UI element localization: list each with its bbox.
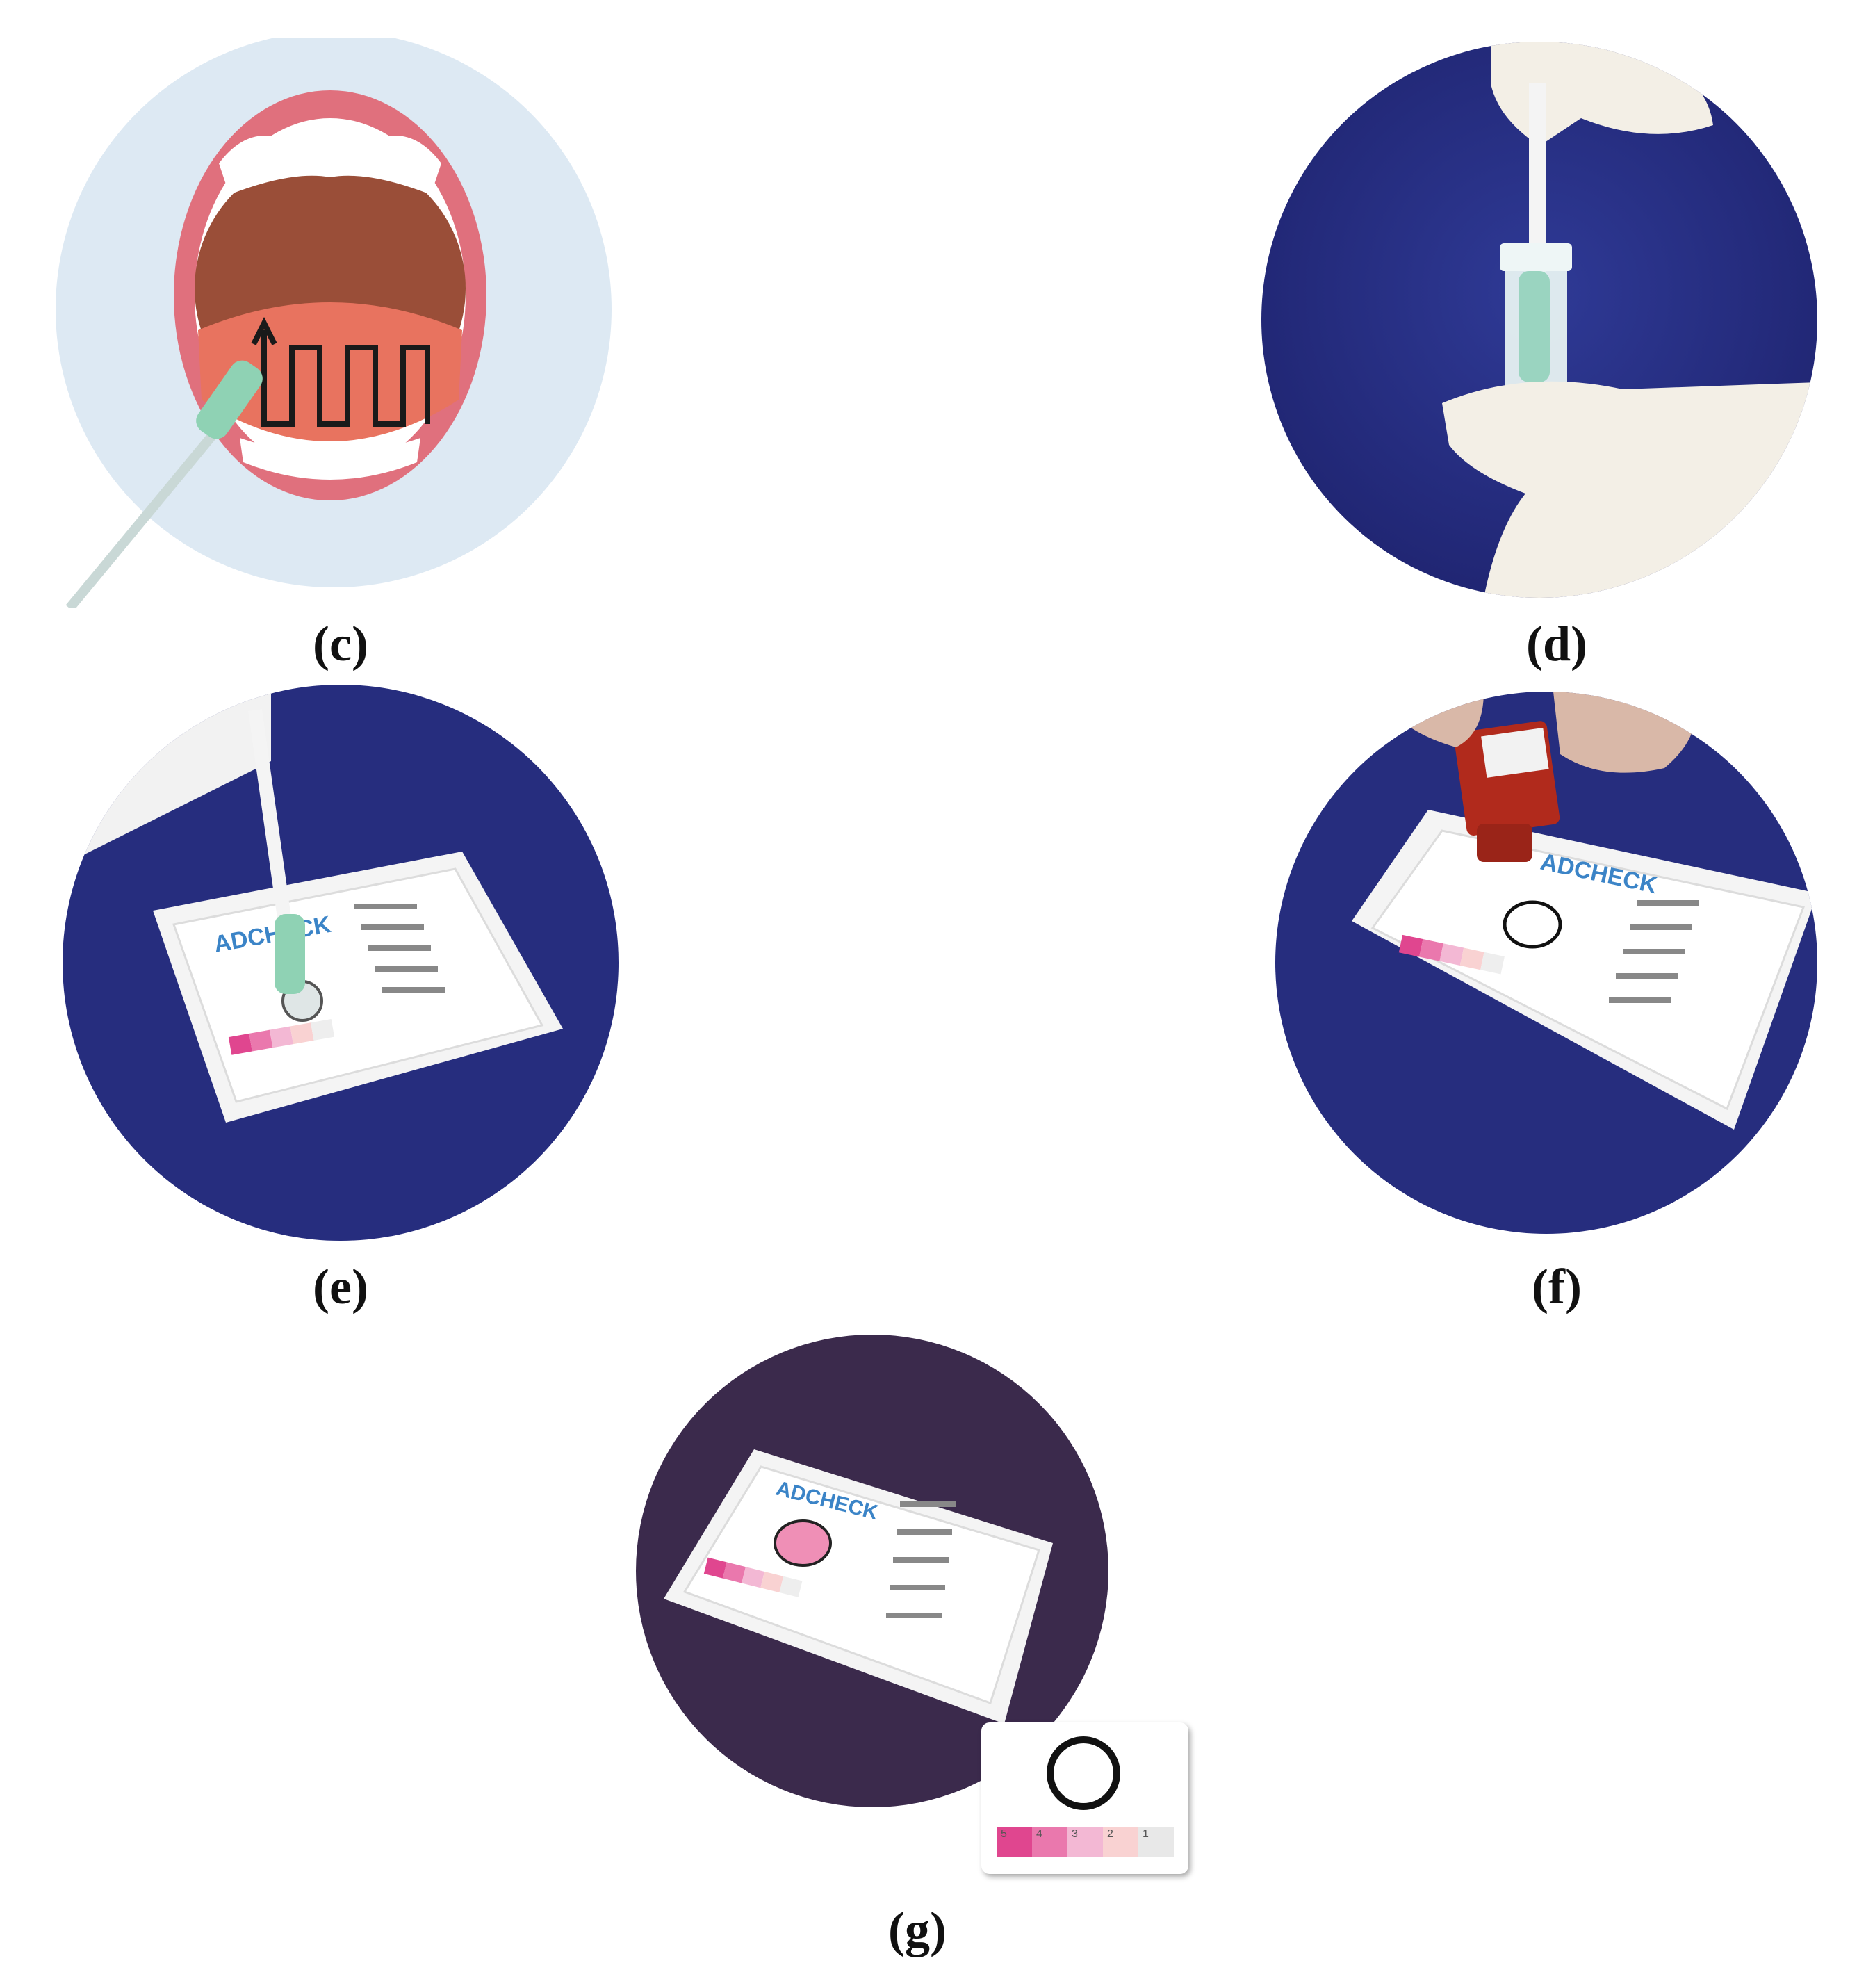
color-scale — [228, 1019, 335, 1055]
color-scale — [703, 1557, 803, 1597]
swab-stick — [65, 424, 223, 608]
panel-label-e: (e) — [313, 1259, 368, 1314]
scale-step-5: 5 — [997, 1827, 1032, 1857]
scale-step-4: 4 — [1032, 1827, 1067, 1857]
scale-step-2: 2 — [1103, 1827, 1138, 1857]
card-instructions — [354, 904, 445, 993]
test-card-swab-photo: ADCHECK — [63, 685, 619, 1241]
scale-step-1: 1 — [1138, 1827, 1174, 1857]
swab-tip — [1519, 271, 1550, 382]
panel-label-g: (g) — [888, 1902, 947, 1957]
panel-label-d: (d) — [1526, 616, 1587, 671]
swab-tip — [275, 914, 305, 994]
panel-g: ADCHECK — [636, 1335, 1108, 1807]
panel-c — [42, 38, 625, 608]
card-instructions — [886, 1501, 956, 1618]
panel-label-c: (c) — [313, 616, 368, 671]
swab-tip — [196, 360, 263, 439]
dropper-nozzle — [1477, 824, 1532, 862]
pink-result-well — [774, 1519, 832, 1567]
scale-step-3: 3 — [1067, 1827, 1103, 1857]
color-scale — [1398, 934, 1505, 975]
card-instructions — [1609, 900, 1699, 1003]
scale-strip: 5 4 3 2 1 — [997, 1827, 1174, 1857]
arrow-up-icon — [251, 317, 277, 345]
swab-stick — [248, 709, 299, 973]
panel-d — [1261, 42, 1817, 598]
sample-well — [1503, 900, 1562, 949]
lower-teeth — [240, 438, 420, 480]
bottle-label — [1481, 727, 1549, 778]
inset-scale-card: 5 4 3 2 1 — [981, 1722, 1188, 1874]
panel-f: ADCHECK — [1275, 692, 1817, 1234]
swab-tube-photo — [1261, 42, 1817, 598]
mouth-swab-illustration — [56, 38, 612, 608]
panel-label-f: (f) — [1532, 1259, 1582, 1314]
swab-motion-path — [261, 344, 430, 427]
reference-circle — [1047, 1736, 1120, 1810]
reagent-drop-photo: ADCHECK — [1275, 692, 1817, 1234]
result-card-photo: ADCHECK — [636, 1335, 1108, 1807]
upper-teeth — [219, 129, 441, 195]
panel-e: ADCHECK — [63, 685, 619, 1241]
